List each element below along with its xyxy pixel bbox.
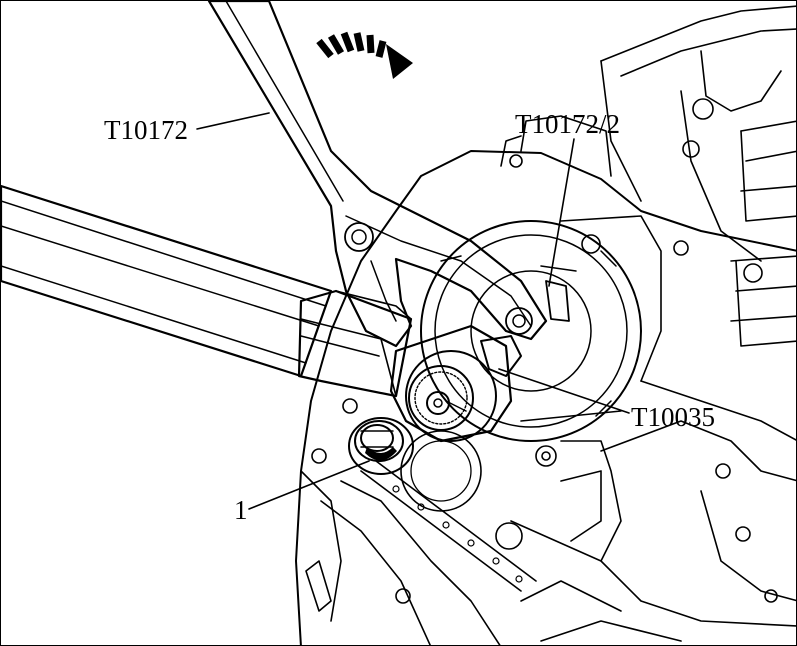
pin-adapter [540,265,577,322]
callout-pin-adapter: T10172/2 [515,109,620,139]
leader-lines [196,112,630,510]
callout-bolt: 1 [234,495,248,525]
socket-tool-T10035 [389,324,522,443]
callout-wrench: T10172 [104,115,188,145]
engine-block [295,5,796,645]
bolt-1 [348,417,414,475]
torque-bar [1,184,413,398]
curved-hatched-arrow-icon [316,31,413,79]
callout-socket-tool: T10035 [631,402,715,432]
camshaft-gear [420,220,642,442]
wrench-T10172 [207,1,548,348]
